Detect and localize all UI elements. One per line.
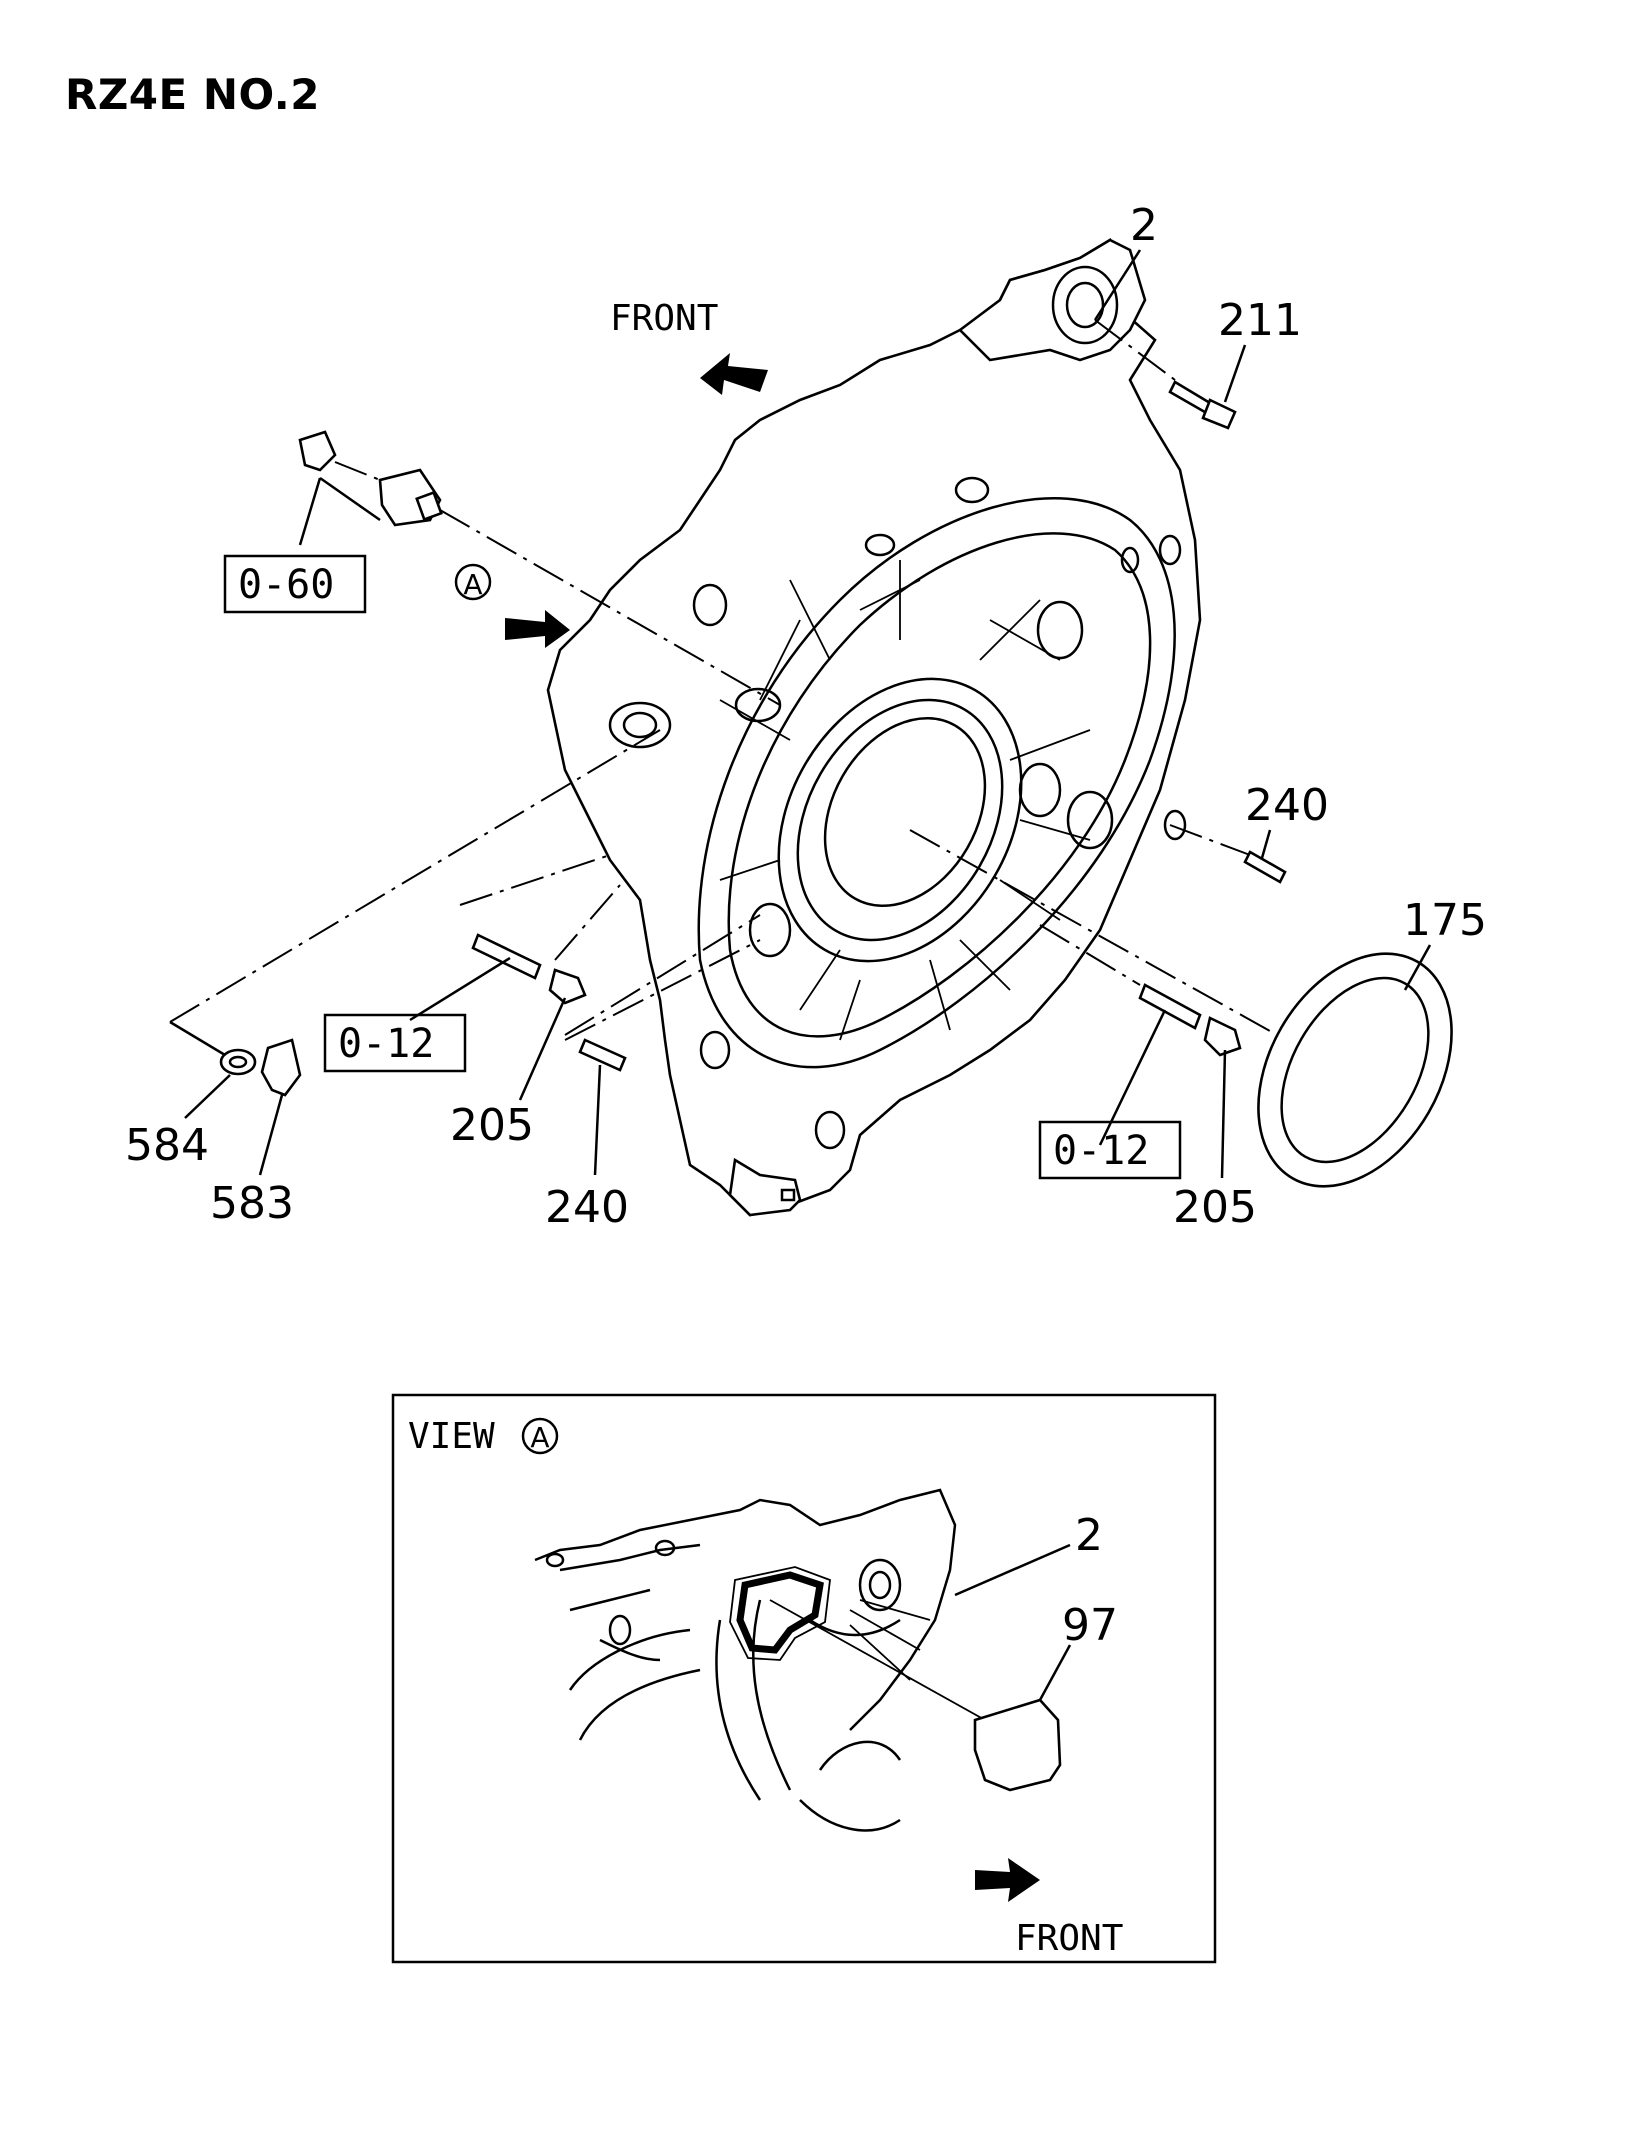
detail-callout-2: 2: [1075, 1510, 1103, 1561]
callout-583: 583: [210, 1178, 294, 1229]
torque-box-012-left: 0-12: [323, 1013, 467, 1073]
leader-2: [1093, 249, 1142, 321]
stud-left: [459, 854, 621, 1005]
leader-583: [258, 1094, 284, 1176]
torque-box-060: 0-60: [223, 554, 367, 614]
leader-240-bottom: [593, 1064, 602, 1176]
svg-text:0-12: 0-12: [1053, 1128, 1149, 1174]
clutch-housing: [546, 237, 1202, 1217]
leader-240-right: [1260, 829, 1272, 859]
stud-right: [1039, 924, 1242, 1057]
page-title: RZ4E NO.2: [65, 70, 320, 119]
part-240-pin-right: [1169, 824, 1287, 884]
front-label-detail: FRONT: [1015, 1918, 1123, 1959]
leader-012-left: [409, 956, 511, 1022]
view-marker-detail: A: [530, 1421, 549, 1454]
front-arrow-main: FRONT: [610, 298, 768, 395]
part-211-bolt: [1094, 319, 1237, 430]
part-175-seal: [909, 829, 1453, 1188]
switch-assembly: [298, 430, 781, 706]
callout-175: 175: [1403, 895, 1487, 946]
detail-callout-97: 97: [1062, 1600, 1118, 1651]
leader-205-right: [1220, 1049, 1227, 1179]
leader-060: [298, 476, 381, 546]
callout-240-bottom: 240: [545, 1182, 629, 1233]
leader-012-right: [1098, 1009, 1167, 1146]
view-a-marker-main: A: [454, 563, 570, 648]
callout-205-right: 205: [1173, 1182, 1257, 1233]
drain-plug-assembly: [169, 729, 661, 1097]
leader-211: [1223, 344, 1247, 403]
callout-211: 211: [1218, 295, 1302, 346]
view-label: VIEW: [408, 1416, 495, 1457]
callout-205-left: 205: [450, 1100, 534, 1151]
svg-text:0-12: 0-12: [338, 1021, 434, 1067]
leader-175: [1403, 944, 1432, 991]
callout-2: 2: [1130, 200, 1158, 251]
part-240-pin-bottom: [564, 914, 761, 1072]
callout-240-right: 240: [1245, 780, 1329, 831]
callout-584: 584: [125, 1120, 209, 1171]
leader-205-left: [518, 997, 567, 1101]
svg-text:0-60: 0-60: [238, 562, 334, 608]
leader-584: [184, 1074, 231, 1119]
front-label-main: FRONT: [610, 298, 718, 339]
detail-view-a: VIEW A: [391, 1393, 1217, 1964]
svg-text:A: A: [463, 568, 482, 601]
torque-box-012-right: 0-12: [1038, 1120, 1182, 1180]
